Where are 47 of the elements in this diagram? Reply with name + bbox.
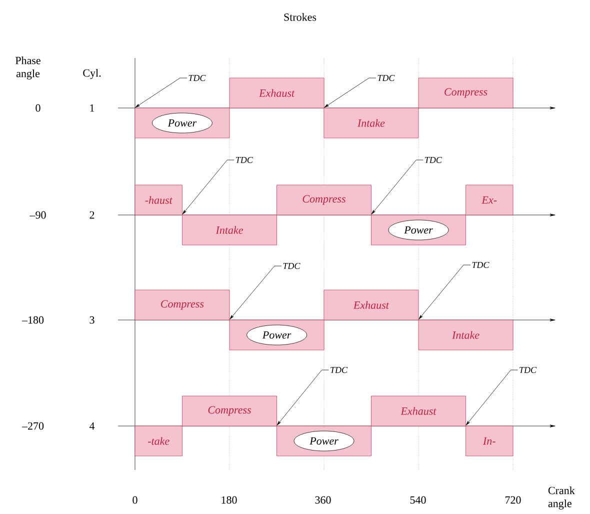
crank-angle-tick: 720: [505, 496, 521, 504]
stroke-box: In-: [466, 426, 514, 456]
stroke-box: Exhaust: [324, 290, 419, 320]
stroke-box: Compress: [182, 396, 277, 426]
phase-value: –90: [30, 211, 46, 219]
phase-value: –180: [22, 316, 44, 324]
leader-line: [371, 160, 424, 214]
tdc-label: TDC: [520, 366, 537, 373]
tdc-label: TDC: [330, 366, 348, 373]
leader-line: [276, 370, 329, 426]
cylinder-number: 4: [89, 422, 95, 430]
stroke-box: -take: [134, 426, 182, 456]
leader-line: [418, 264, 471, 320]
leader-line: [324, 78, 376, 108]
phase-value: 0: [36, 104, 40, 112]
leader-line: [182, 160, 234, 214]
tdc-label: TDC: [236, 156, 253, 163]
tdc-label: TDC: [425, 156, 442, 163]
leader-line: [230, 266, 282, 320]
crank-angle-tick: 0: [132, 496, 138, 504]
leader-line: [135, 78, 188, 108]
stroke-box: -haust: [134, 184, 182, 216]
stroke-box: Compress: [134, 290, 230, 320]
axis-label: Crank angle: [548, 486, 575, 510]
stroke-box: Intake: [324, 108, 419, 138]
heading: Strokes: [284, 13, 316, 21]
leader-line: [466, 370, 518, 426]
tdc-label: TDC: [378, 74, 395, 81]
cylinder-number: 2: [90, 211, 94, 219]
crank-angle-tick: 180: [222, 496, 237, 504]
phase-value: –270: [22, 422, 44, 430]
stroke-box: Intake: [182, 214, 277, 246]
tdc-label: TDC: [188, 74, 206, 81]
stroke-box: Exhaust: [229, 78, 324, 108]
stroke-box: Compress: [276, 184, 372, 216]
stroke-box: Intake: [418, 320, 514, 350]
cylinder-number: 1: [90, 104, 94, 112]
axis-label: Cyl.: [83, 69, 101, 79]
cylinder-number: 3: [90, 316, 94, 324]
axis-label: Phase angle: [16, 56, 40, 80]
tdc-label: TDC: [472, 262, 490, 268]
tdc-label: TDC: [283, 262, 300, 269]
crank-angle-tick: 540: [410, 496, 426, 504]
stroke-box: Ex-: [466, 184, 514, 216]
crank-angle-tick: 360: [315, 496, 331, 504]
stroke-box: Compress: [418, 78, 514, 108]
stroke-box: Exhaust: [371, 396, 466, 426]
